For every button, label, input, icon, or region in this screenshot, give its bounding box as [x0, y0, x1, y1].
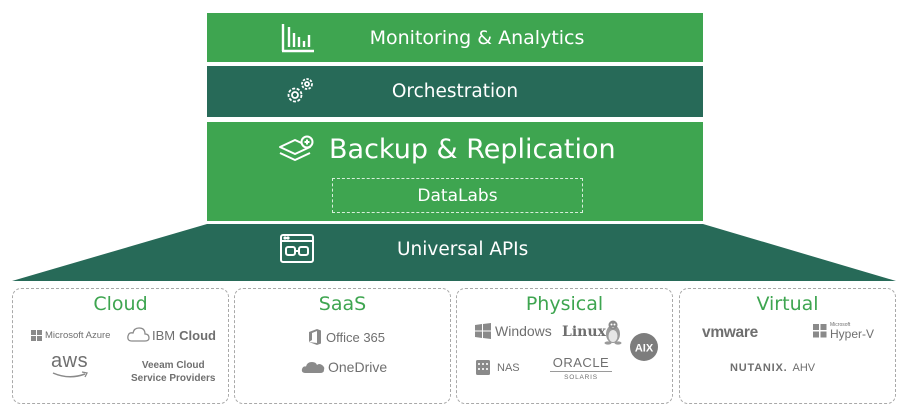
- panel-title: SaaS: [318, 293, 367, 315]
- windows-icon: [475, 323, 491, 339]
- vmware-logo: vmware: [702, 324, 758, 341]
- nas-logo: NAS: [475, 359, 520, 376]
- orchestration-label: Orchestration: [391, 81, 519, 102]
- windows-icon: [813, 324, 827, 338]
- api-window-icon: [279, 233, 315, 270]
- cloud-icon: [127, 327, 150, 342]
- backup-replication-layer: Backup & Replication DataLabs: [207, 122, 703, 221]
- office-icon: [309, 329, 321, 345]
- onedrive-cloud-icon: [301, 362, 325, 373]
- bar-chart-icon: [281, 23, 315, 53]
- panel-virtual: Virtual vmware Microsoft Hyper-V NUTANIX…: [679, 288, 896, 404]
- gears-icon: [284, 75, 316, 107]
- layers-plus-icon: [277, 135, 317, 167]
- panel-physical: Physical Windows Linux AIX NAS: [456, 288, 673, 404]
- oracle-divider: [550, 371, 612, 372]
- onedrive-logo: OneDrive: [301, 359, 387, 375]
- datalabs-box: DataLabs: [332, 178, 583, 213]
- oracle-solaris-logo: ORACLE SOLARIS: [550, 356, 612, 382]
- hyper-v-logo: Microsoft Hyper-V: [813, 322, 874, 340]
- backup-replication-label: Backup & Replication: [329, 134, 616, 165]
- svg-text:AIX: AIX: [635, 343, 654, 355]
- panel-saas: SaaS Office 365 OneDrive: [234, 288, 451, 404]
- panel-title: Cloud: [93, 293, 148, 315]
- veeam-cloud-providers-logo: Veeam Cloud Service Providers: [131, 360, 216, 384]
- orchestration-layer: Orchestration: [207, 66, 703, 117]
- aix-logo: AIX: [629, 332, 659, 362]
- universal-apis-layer: [12, 224, 896, 281]
- tux-penguin-icon: [604, 320, 622, 345]
- universal-apis-label: Universal APIs: [397, 239, 529, 260]
- microsoft-azure-logo: Microsoft Azure: [31, 330, 110, 341]
- ibm-cloud-logo: IBM Cloud: [126, 326, 216, 344]
- aix-badge-icon: AIX: [630, 333, 658, 361]
- aws-logo: aws: [51, 351, 91, 379]
- monitoring-analytics-layer: Monitoring & Analytics: [207, 13, 703, 62]
- office-365-logo: Office 365: [308, 329, 385, 345]
- datalabs-label: DataLabs: [417, 185, 498, 206]
- linux-logo: Linux: [562, 319, 624, 345]
- panel-title: Virtual: [756, 293, 819, 315]
- monitoring-analytics-label: Monitoring & Analytics: [369, 26, 585, 49]
- nas-server-icon: [476, 360, 490, 375]
- panel-cloud: Cloud Microsoft Azure IBM Cloud aws Veea…: [12, 288, 229, 404]
- aws-smile-icon: [52, 371, 88, 378]
- nutanix-ahv-logo: NUTANIX. AHV: [730, 362, 816, 374]
- windows-logo: Windows: [475, 323, 552, 339]
- panel-title: Physical: [525, 293, 604, 315]
- windows-icon: [31, 330, 42, 341]
